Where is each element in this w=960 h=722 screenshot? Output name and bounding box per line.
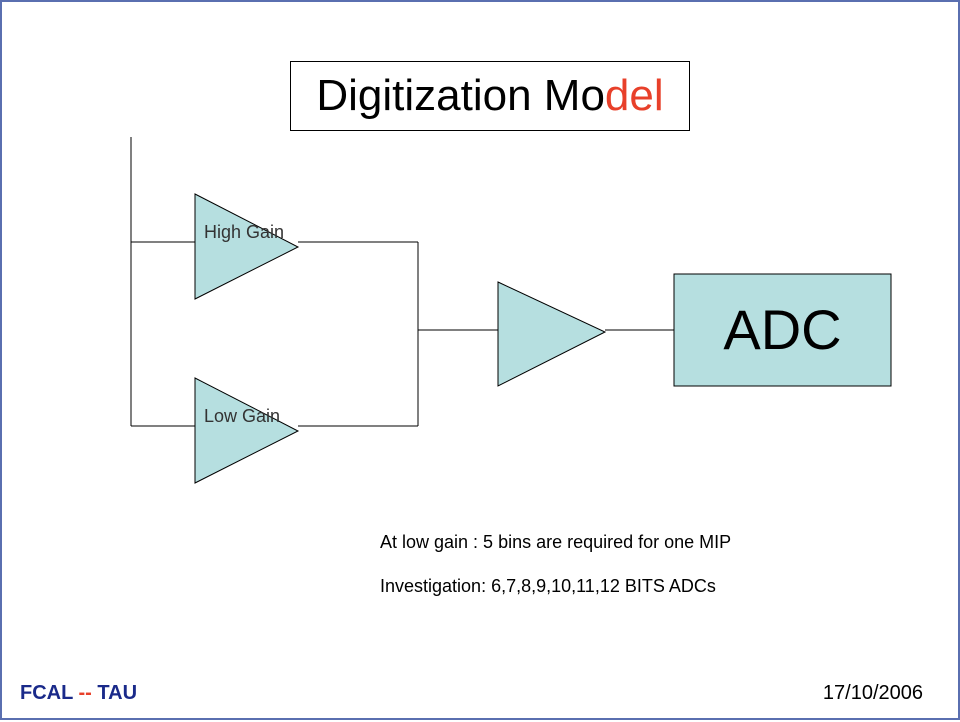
high-gain-amplifier	[194, 193, 300, 300]
high-gain-label: High Gain	[204, 222, 285, 242]
note-low-gain-bins: At low gain : 5 bins are required for on…	[380, 532, 732, 552]
footer-separator: --	[72, 682, 98, 704]
title-accent-text: del	[604, 71, 664, 120]
adc-label: ADC	[723, 298, 842, 361]
footer-brand-name: FCAL	[20, 682, 73, 704]
footer-date: 17/10/2006	[822, 682, 923, 704]
footer-brand: FCAL -- TAU	[20, 682, 137, 705]
footer-org: TAU	[97, 682, 138, 704]
slide-title: Digitization Model	[290, 61, 690, 131]
low-gain-amplifier	[194, 377, 300, 484]
low-gain-label: Low Gain	[204, 406, 281, 426]
title-text: Digitization Mo	[316, 71, 605, 120]
selector-amplifier	[497, 281, 607, 387]
adc-box	[673, 273, 892, 387]
note-investigation: Investigation: 6,7,8,9,10,11,12 BITS ADC…	[380, 576, 716, 596]
